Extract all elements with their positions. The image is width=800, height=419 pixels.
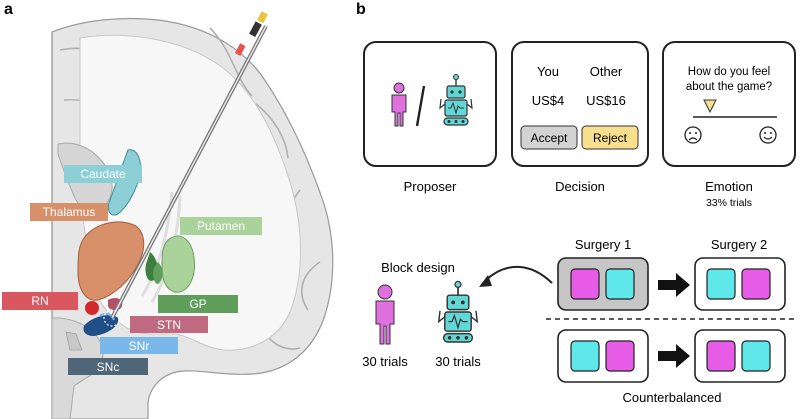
panel-a-letter: a [4,1,13,18]
happy-face-icon [759,126,777,144]
decision-you-label: You [537,64,559,79]
arrow-right-icon-row2 [658,344,690,368]
svg-text:SNc: SNc [97,360,120,374]
surgery1-block-row2 [557,329,649,383]
person-icon [391,82,407,127]
svg-text:Reject: Reject [593,131,628,145]
thalamus-shape [77,221,145,301]
surgery2-block-row2 [694,329,786,383]
curved-arrow [485,265,553,284]
proposer-slash [415,85,426,127]
decision-other-amount: US$16 [586,93,626,108]
proposer-caption: Proposer [404,179,457,194]
counterbalanced-label: Counterbalanced [622,390,721,405]
label-snr: SNr [100,337,178,354]
curved-arrow-head [479,275,492,287]
svg-text:STN: STN [157,318,181,332]
snr-shape [83,315,119,336]
robot-trials-label: 30 trials [435,354,481,369]
proposer-card [363,41,497,167]
label-rn: RN [2,292,78,310]
surgery2-block-row1 [694,257,786,311]
panel-b-letter: b [356,1,366,18]
svg-text:RN: RN [31,294,48,308]
surgery2-label: Surgery 2 [711,237,767,252]
reject-button[interactable]: Reject [581,125,639,150]
svg-text:Putamen: Putamen [197,219,245,233]
putamen-shape [161,235,195,293]
accept-button[interactable]: Accept [520,125,578,150]
label-thalamus: Thalamus [30,203,108,221]
block-design-title: Block design [381,260,455,275]
block-robot-icon [437,280,479,343]
emotion-caption: Emotion [705,179,753,194]
human-trials-label: 30 trials [362,354,408,369]
label-gp: GP [158,295,238,313]
sad-face-icon [684,126,702,144]
emotion-slider-marker[interactable] [703,99,717,114]
rn-shape [85,301,99,315]
label-stn: STN [130,316,208,333]
svg-text:SNr: SNr [129,339,150,353]
emotion-question-line1: How do you feel [688,66,770,78]
svg-text:GP: GP [189,297,206,311]
label-snc: SNc [68,358,148,375]
decision-caption: Decision [555,179,605,194]
label-caudate: Caudate [64,165,142,183]
svg-text:Thalamus: Thalamus [43,205,96,219]
emotion-card [662,41,796,167]
svg-text:Caudate: Caudate [80,167,126,181]
label-putamen: Putamen [180,217,262,235]
surgery1-block-row1 [557,257,649,311]
dbs-electrode [103,11,268,327]
emotion-subcaption: 33% trials [706,197,752,209]
arrow-right-icon-row1 [658,273,690,297]
decision-you-amount: US$4 [532,93,565,108]
emotion-question-line2: about the game? [686,81,772,93]
surgery1-label: Surgery 1 [575,237,631,252]
block-person-icon [375,284,395,345]
svg-text:Accept: Accept [531,131,568,145]
decision-other-label: Other [590,64,623,79]
gp-shape-inner [153,262,163,284]
